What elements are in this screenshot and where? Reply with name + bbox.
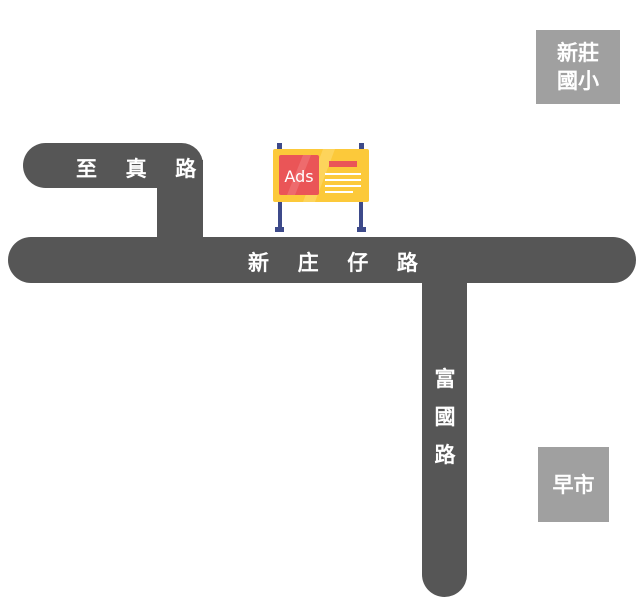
label-char: 路	[396, 251, 418, 275]
label-char: 路	[175, 157, 197, 181]
place-market-label: 早市	[552, 472, 595, 497]
label-char: 仔	[347, 251, 369, 275]
road-label-xinzhuangzai: 新 庄 仔 路	[248, 247, 418, 277]
road-xinzhuangzai	[8, 237, 636, 283]
road-fuguo	[422, 270, 467, 597]
label-char: 路	[434, 443, 456, 467]
place-school-line1: 新莊	[557, 41, 599, 65]
label-char: 新	[248, 251, 269, 275]
label-char: 真	[125, 157, 147, 181]
label-char: 國	[434, 405, 456, 429]
road-zhizhen-vertical	[157, 160, 203, 250]
label-char: 庄	[297, 251, 319, 275]
place-market: 早市	[538, 447, 609, 522]
billboard-icon: Ads	[273, 143, 369, 233]
road-label-fuguo: 富 國 路	[433, 360, 457, 474]
label-char: 至	[76, 157, 97, 181]
road-label-zhizhen: 至 真 路	[76, 153, 196, 183]
place-school: 新莊 國小	[536, 30, 620, 104]
label-char: 富	[434, 367, 456, 391]
place-school-line2: 國小	[557, 69, 599, 93]
svg-text:Ads: Ads	[284, 167, 313, 186]
